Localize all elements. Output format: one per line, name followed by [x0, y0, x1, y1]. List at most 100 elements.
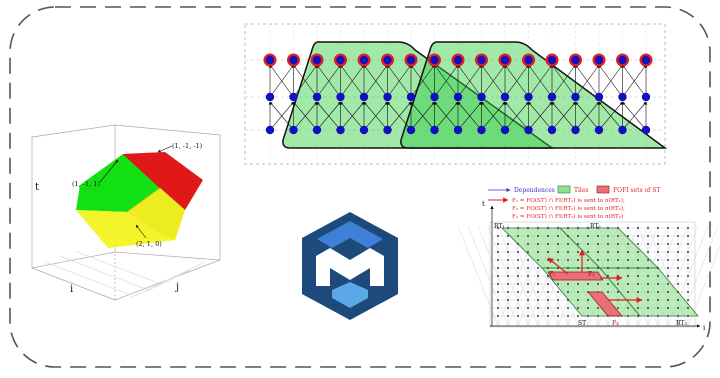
grid-dot [577, 251, 579, 253]
grid-dot [497, 251, 499, 253]
grid-dot [567, 227, 569, 229]
grid-dot [677, 283, 679, 285]
grid-dot [687, 251, 689, 253]
grid-dot [677, 235, 679, 237]
dependence-edge [457, 101, 482, 131]
grid-dot [687, 235, 689, 237]
output-node [524, 55, 533, 65]
dependence-edge [575, 101, 600, 131]
label-f1: F₁ [549, 271, 556, 278]
grid-dot [497, 283, 499, 285]
grid-dot [677, 243, 679, 245]
grid-dot [517, 275, 519, 277]
logo-bottom-chevron [332, 282, 368, 308]
cube-axis-i: i [70, 284, 73, 295]
grid-dot [617, 227, 619, 229]
grid-dot [547, 283, 549, 285]
grid-dot [547, 315, 549, 317]
grid-dot [687, 315, 689, 317]
grid-dot [637, 291, 639, 293]
grid-dot [497, 291, 499, 293]
grid-dot [567, 291, 569, 293]
grid-dot [497, 243, 499, 245]
grid-dot [527, 227, 529, 229]
grid-dot [507, 299, 509, 301]
grid-dot [607, 267, 609, 269]
grid-dot [607, 291, 609, 293]
grid-dot [637, 243, 639, 245]
grid-dot [607, 243, 609, 245]
grid-dot [507, 227, 509, 229]
grid-dot [597, 307, 599, 309]
grid-dot [537, 243, 539, 245]
output-node [265, 55, 275, 65]
dependence-edge [293, 64, 318, 98]
grid-dot [537, 267, 539, 269]
label-rt2: RT₂ [590, 223, 601, 230]
dependence-edge [575, 64, 600, 98]
label-rt1: RT₁ [494, 223, 505, 230]
grid-dot [667, 251, 669, 253]
dependence-edge [434, 64, 459, 98]
grid-dot [647, 291, 649, 293]
node [430, 92, 439, 102]
dependence-edge [387, 101, 412, 131]
grid-dot [517, 315, 519, 317]
output-node [618, 55, 627, 65]
grid-dot [557, 283, 559, 285]
grid-dot [677, 307, 679, 309]
grid-dot [687, 259, 689, 261]
legend-line-3: F₃ = FO(ST) ∩ FI(RT₃) is sent to π(RT₃) [512, 213, 623, 220]
grid-dot [567, 283, 569, 285]
node [336, 125, 345, 135]
grid-dot [587, 267, 589, 269]
grid-dot [647, 259, 649, 261]
grid-dot [527, 283, 529, 285]
logo-icon [302, 212, 398, 320]
grid-dot [537, 307, 539, 309]
logo-m-letter [316, 248, 384, 286]
grid-dot [497, 259, 499, 261]
dependence-edge [598, 64, 623, 98]
grid-dot [587, 307, 589, 309]
grid-dot [497, 299, 499, 301]
grid-dot [667, 227, 669, 229]
grid-dot [517, 267, 519, 269]
grid-dot [617, 267, 619, 269]
cube-point-bottom: (2, 1, 0) [136, 240, 162, 248]
grid-dot [507, 243, 509, 245]
grid-dot [657, 267, 659, 269]
grid-dot [667, 259, 669, 261]
grid-dot [657, 291, 659, 293]
grid-dot [607, 251, 609, 253]
grid-dot [597, 259, 599, 261]
grid-dot [527, 299, 529, 301]
grid-dot [507, 307, 509, 309]
grid-dot [567, 251, 569, 253]
dependence-edge [457, 64, 482, 98]
node [571, 92, 580, 102]
node [265, 92, 275, 102]
grid-dot [527, 275, 529, 277]
grid-dot [567, 243, 569, 245]
grid-dot [587, 259, 589, 261]
grid-dot [527, 315, 529, 317]
grid-dot [657, 283, 659, 285]
grid-dot [567, 315, 569, 317]
grid-dot [597, 243, 599, 245]
fofi-f3 [587, 291, 623, 317]
grid-dot [577, 307, 579, 309]
grid-dot [617, 259, 619, 261]
grid-dot [577, 243, 579, 245]
dependence-edge [481, 101, 506, 131]
tile-left [282, 41, 555, 149]
grid-dot [557, 235, 559, 237]
legend-line-2: F₂ = FO(ST) ∩ FI(RT₂) is sent to π(RT₂), [512, 205, 625, 212]
grid-dot [617, 307, 619, 309]
tiling-diagram [244, 23, 668, 165]
grid-dot [637, 267, 639, 269]
grid-dot [607, 259, 609, 261]
grid-dot [647, 275, 649, 277]
grid-dot [657, 251, 659, 253]
grid-dot [687, 307, 689, 309]
